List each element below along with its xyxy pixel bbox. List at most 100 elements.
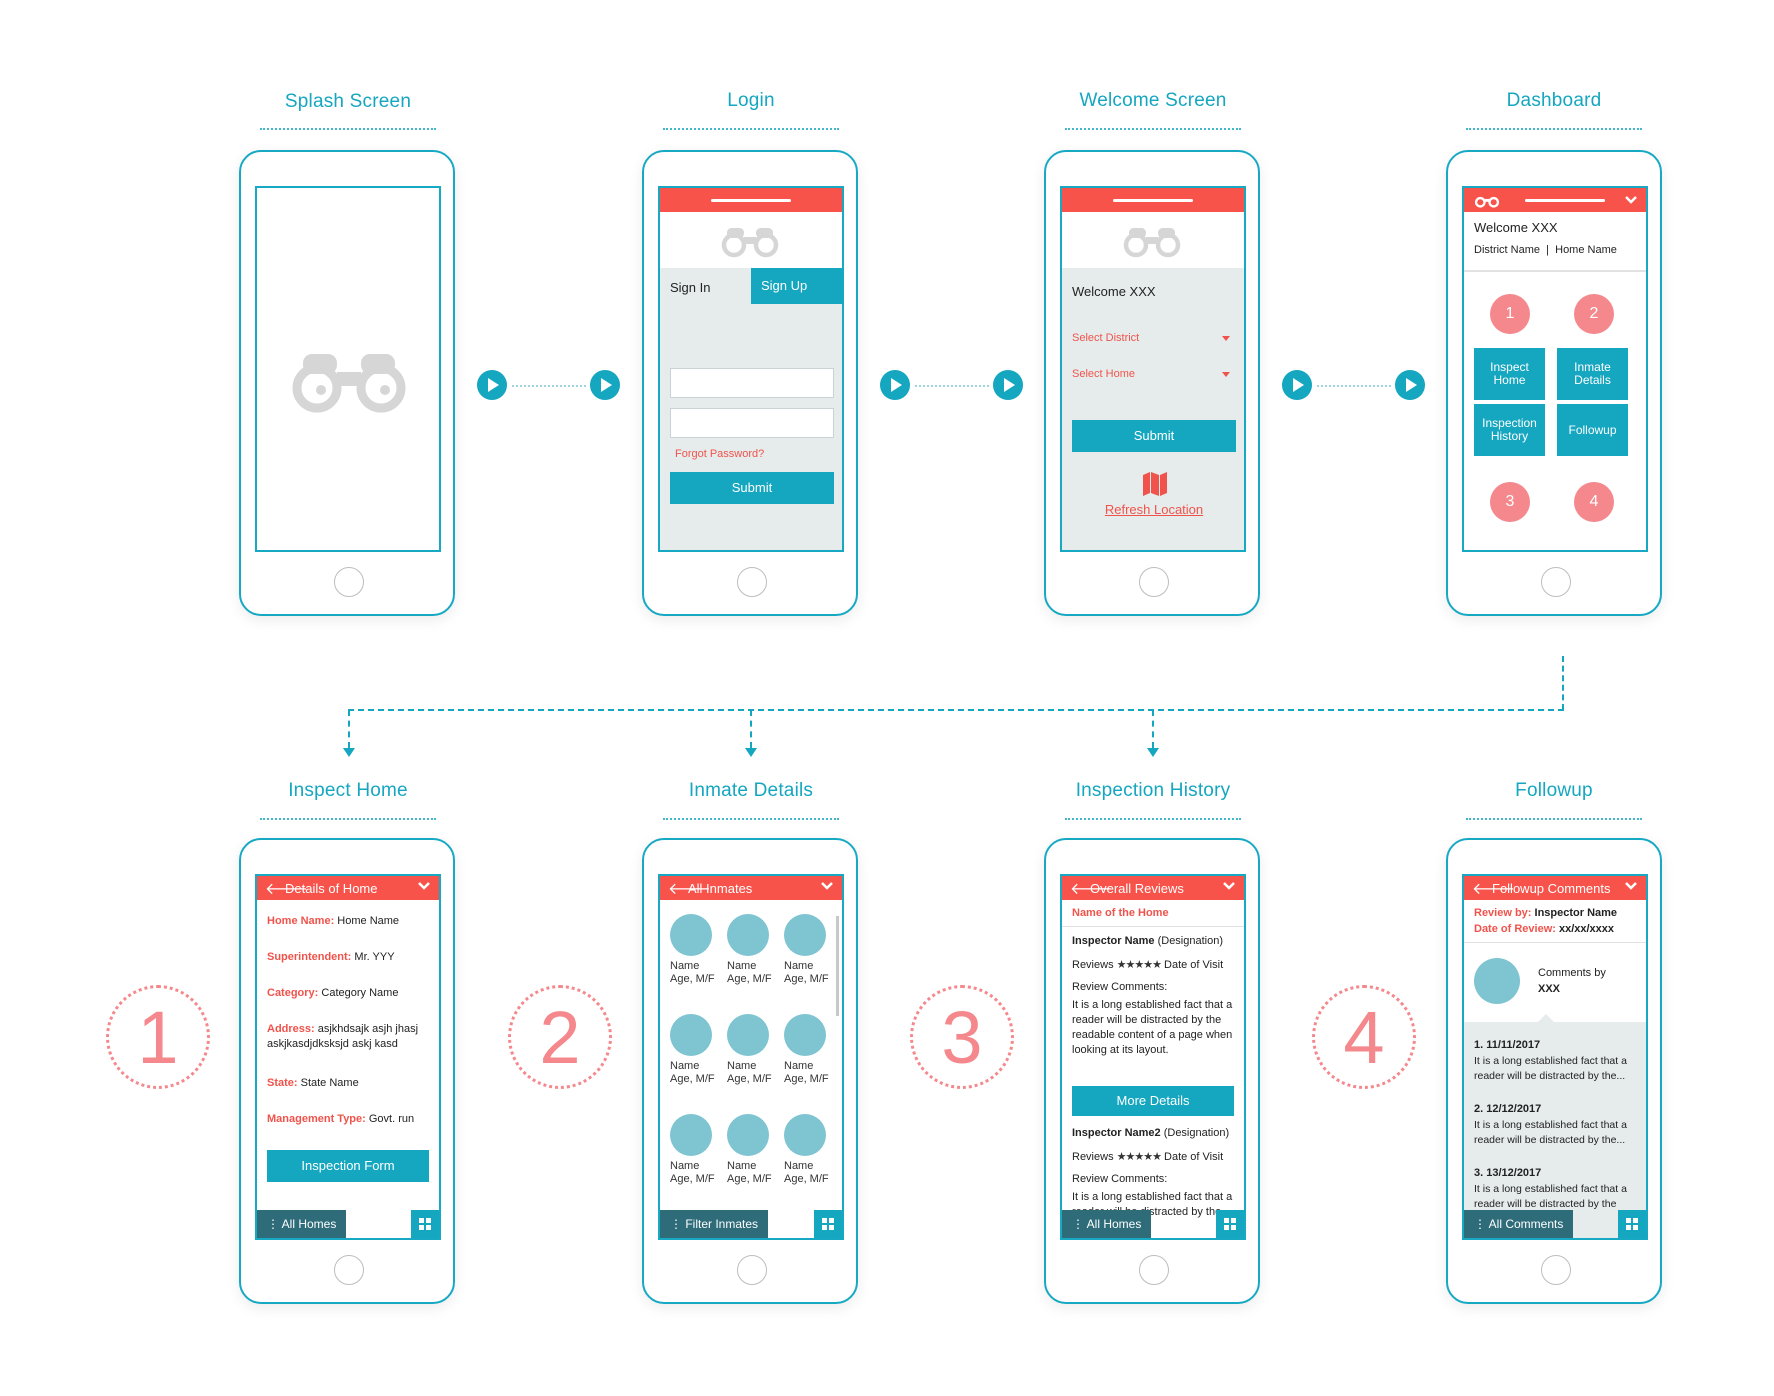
binoculars-icon <box>721 228 779 258</box>
home-button[interactable] <box>334 567 364 597</box>
comment-body: It is a long established fact that a rea… <box>1474 1055 1627 1082</box>
review-comment: It is a long established fact that a rea… <box>1072 999 1233 1056</box>
inmate-name: Name <box>727 1160 757 1172</box>
phone-splash <box>239 150 455 616</box>
divider <box>1464 942 1646 943</box>
home-button[interactable] <box>1541 1255 1571 1285</box>
field-superintendent: Superintendent: Mr. YYY <box>267 951 395 963</box>
welcome-screen: Welcome XXX Select District Select Home … <box>1060 186 1246 552</box>
app-header: 🡐 Overall Reviews <box>1062 876 1244 900</box>
followup-screen: 🡐 Followup Comments Review by: Inspector… <box>1462 874 1648 1240</box>
all-comments-button[interactable]: ⋮ All Comments <box>1464 1210 1574 1238</box>
header-title: All Inmates <box>688 881 753 896</box>
phone-inspection-history: 🡐 Overall Reviews Name of the Home Inspe… <box>1044 838 1260 1304</box>
comments-list <box>1464 1022 1646 1238</box>
flow-connector <box>1317 385 1391 387</box>
arrow-down-icon <box>343 748 355 757</box>
username-input[interactable] <box>670 368 834 398</box>
back-arrow-icon[interactable]: 🡐 <box>265 881 308 898</box>
phone-inspect-home: 🡐 Details of Home Home Name: Home Name S… <box>239 838 455 1304</box>
badge-4: 4 <box>1574 482 1614 522</box>
tab-sign-in[interactable]: Sign In <box>670 280 711 295</box>
branch-connector <box>1562 656 1564 710</box>
back-arrow-icon[interactable]: 🡐 <box>668 881 711 898</box>
bottom-bar: ⋮ All Homes <box>257 1210 439 1238</box>
submit-button[interactable]: Submit <box>670 472 834 504</box>
tile-inspection-history[interactable]: Inspection History <box>1474 404 1545 456</box>
home-button[interactable] <box>1139 1255 1169 1285</box>
comment-date: 1. 11/11/2017 <box>1474 1039 1541 1051</box>
reviews-line: Reviews ★★★★★ Date of Visit <box>1072 959 1224 971</box>
chevron-down-icon[interactable] <box>1624 194 1638 206</box>
grid-view-button[interactable] <box>814 1210 842 1238</box>
home-button[interactable] <box>737 567 767 597</box>
grid-icon <box>822 1218 834 1230</box>
avatar[interactable] <box>670 1114 712 1156</box>
home-button[interactable] <box>1139 567 1169 597</box>
back-arrow-icon[interactable]: 🡐 <box>1070 881 1113 898</box>
avatar[interactable] <box>784 1114 826 1156</box>
inmate-name: Name <box>727 1060 757 1072</box>
phone-login: Sign In Sign Up Forgot Password? Submit <box>642 150 858 616</box>
inspector-line: Inspector Name (Designation) <box>1072 935 1224 947</box>
splash-screen <box>255 186 441 552</box>
title-divider <box>1065 818 1241 820</box>
inmate-age: Age, M/F <box>727 973 772 985</box>
grid-view-button[interactable] <box>1216 1210 1244 1238</box>
field-home-name: Home Name: Home Name <box>267 915 400 927</box>
app-header: 🡐 All Inmates <box>660 876 842 900</box>
chevron-down-icon[interactable] <box>820 879 834 893</box>
more-details-button[interactable]: More Details <box>1072 1086 1234 1116</box>
inmate-age: Age, M/F <box>784 1173 829 1185</box>
chevron-down-icon[interactable] <box>1624 879 1638 893</box>
grid-icon <box>1224 1218 1236 1230</box>
chevron-down-icon[interactable] <box>1222 879 1236 893</box>
scrollbar[interactable] <box>836 916 839 1016</box>
title-divider <box>260 128 436 130</box>
comment-date: 3. 13/12/2017 <box>1474 1167 1542 1179</box>
binoculars-icon <box>1123 228 1181 258</box>
select-home-dropdown[interactable]: Select Home <box>1072 368 1135 380</box>
chevron-down-icon[interactable] <box>417 879 431 893</box>
password-input[interactable] <box>670 408 834 438</box>
all-homes-button[interactable]: ⋮ All Homes <box>257 1210 347 1238</box>
comment-body: It is a long established fact that a rea… <box>1474 1183 1627 1210</box>
select-district-dropdown[interactable]: Select District <box>1072 332 1140 344</box>
title-inspect-home: Inspect Home <box>288 780 408 801</box>
title-login: Login <box>727 90 775 111</box>
tile-inmate-details[interactable]: Inmate Details <box>1557 348 1628 400</box>
grid-view-button[interactable] <box>1618 1210 1646 1238</box>
refresh-location-link[interactable]: Refresh Location <box>1104 502 1204 517</box>
home-button[interactable] <box>1541 567 1571 597</box>
tile-inspect-home[interactable]: Inspect Home <box>1474 348 1545 400</box>
star-icon: ★★★★★ <box>1116 959 1162 971</box>
inspection-form-button[interactable]: Inspection Form <box>267 1150 429 1182</box>
avatar[interactable] <box>670 1014 712 1056</box>
home-button[interactable] <box>737 1255 767 1285</box>
avatar[interactable] <box>784 914 826 956</box>
map-icon[interactable] <box>1142 472 1168 496</box>
grid-view-button[interactable] <box>411 1210 439 1238</box>
avatar[interactable] <box>727 1114 769 1156</box>
avatar[interactable] <box>784 1014 826 1056</box>
submit-button[interactable]: Submit <box>1072 420 1236 452</box>
inmate-age: Age, M/F <box>784 973 829 985</box>
branch-connector <box>1152 710 1154 748</box>
tile-followup[interactable]: Followup <box>1557 404 1628 456</box>
filter-inmates-button[interactable]: ⋮ Filter Inmates <box>660 1210 769 1238</box>
avatar[interactable] <box>727 1014 769 1056</box>
forgot-password-link[interactable]: Forgot Password? <box>675 448 765 460</box>
avatar[interactable] <box>727 914 769 956</box>
inspection-history-screen: 🡐 Overall Reviews Name of the Home Inspe… <box>1060 874 1246 1240</box>
badge-1: 1 <box>1490 294 1530 334</box>
phone-followup: 🡐 Followup Comments Review by: Inspector… <box>1446 838 1662 1304</box>
grid-icon <box>419 1218 431 1230</box>
home-button[interactable] <box>334 1255 364 1285</box>
avatar[interactable] <box>670 914 712 956</box>
reviews-line: Reviews ★★★★★ Date of Visit <box>1072 1151 1224 1163</box>
avatar <box>1474 958 1520 1004</box>
back-arrow-icon[interactable]: 🡐 <box>1472 881 1515 898</box>
tab-sign-up[interactable]: Sign Up <box>751 268 842 304</box>
all-homes-button[interactable]: ⋮ All Homes <box>1062 1210 1152 1238</box>
field-management-type: Management Type: Govt. run <box>267 1113 415 1125</box>
